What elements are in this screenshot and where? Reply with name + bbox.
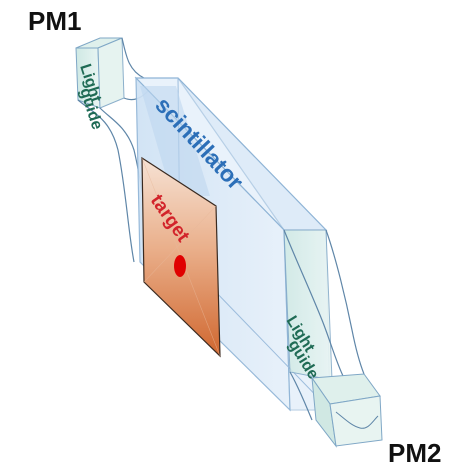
pm1-label: PM1 [28,6,81,36]
pm2-label: PM2 [388,438,441,468]
target [141,156,221,358]
light-guide-bottom [283,229,383,448]
target-spot [174,255,186,277]
